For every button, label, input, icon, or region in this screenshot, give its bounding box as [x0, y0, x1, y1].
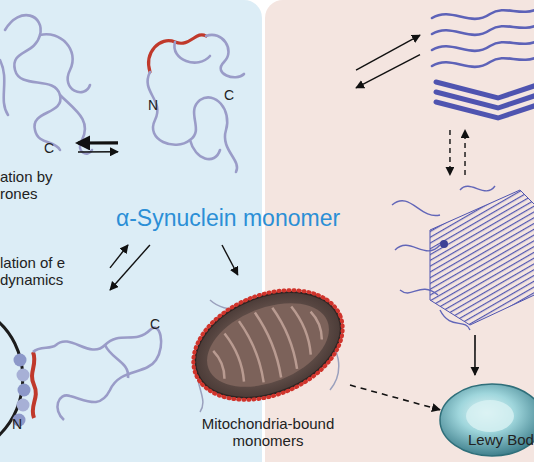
transition-arrow: [222, 245, 238, 275]
fibril: [432, 8, 534, 118]
transition-arrow: [110, 245, 150, 290]
transition-arrow: [356, 55, 420, 88]
terminus-label: N: [12, 416, 28, 432]
state-label: ation by rones: [0, 168, 62, 203]
stacked-strands: [430, 190, 534, 325]
membrane-bound-monomer: [0, 318, 161, 438]
terminus-label: C: [44, 140, 60, 156]
fibril-strand: [432, 56, 534, 67]
helix-segment: [32, 352, 36, 418]
lipid-head: [18, 384, 31, 397]
bundle-core: [440, 240, 448, 248]
lewy-body-core: [466, 400, 514, 432]
lewy-body-shell: [440, 384, 534, 456]
protein-ribbon: [174, 42, 210, 63]
protein-ribbon: [40, 34, 90, 92]
transition-arrow: [474, 335, 476, 375]
central-monomer: [148, 35, 244, 172]
dashed-arrow: [464, 130, 465, 175]
dashed-arrow: [449, 130, 450, 175]
terminus-label: C: [224, 87, 240, 103]
lewy-body-state: Lewy Bod: [440, 375, 534, 462]
transition-arrow: [78, 141, 118, 144]
transition-arrow: [110, 245, 128, 268]
fibril-strand: [432, 40, 534, 51]
terminus-label: N: [148, 97, 164, 113]
mitochondrion: [177, 269, 359, 420]
transition-arrow: [78, 151, 118, 153]
protein-ribbon: [206, 35, 244, 77]
protein-ribbon: [105, 345, 128, 378]
lipid-head: [17, 369, 30, 382]
protein-ribbon: [60, 95, 92, 154]
state-label: lation of e dynamics: [0, 254, 80, 289]
disordered-tails: [392, 186, 495, 330]
bound-monomers: [177, 269, 359, 420]
state-label: Lewy Bod: [468, 431, 534, 448]
chaperone-state: Cation by rones: [0, 0, 78, 210]
bundle-state: [385, 175, 534, 335]
lipid-head: [14, 354, 27, 367]
protein-ribbon: [190, 140, 220, 159]
protein-ribbon: [148, 72, 237, 172]
lewy-body: [440, 384, 534, 456]
inner-matrix: [195, 287, 341, 404]
fibril-strand: [432, 8, 534, 19]
dashed-arrow: [350, 385, 440, 410]
central-label: α-Synuclein monomer: [100, 205, 356, 231]
mitochondria-state: Mitochondria-bound monomers: [185, 275, 350, 460]
fibril-state: [420, 0, 534, 130]
chaperone-bound-monomer: [0, 15, 92, 153]
fibril-bundle: [392, 186, 534, 330]
protein-ribbon: [33, 328, 161, 420]
terminus-label: C: [150, 316, 166, 332]
monomer-state: NCα-Synuclein monomer: [118, 25, 356, 245]
beta-sheet: [436, 102, 534, 118]
cristae: [206, 292, 332, 397]
state-label: Mitochondria-bound monomers: [191, 415, 345, 450]
lipid-head: [17, 399, 30, 412]
membrane-state: lation of e dynamicsCN: [0, 250, 110, 445]
transition-arrow: [356, 35, 420, 70]
fibril-strand: [432, 24, 534, 35]
protein-ribbon: [0, 60, 8, 115]
